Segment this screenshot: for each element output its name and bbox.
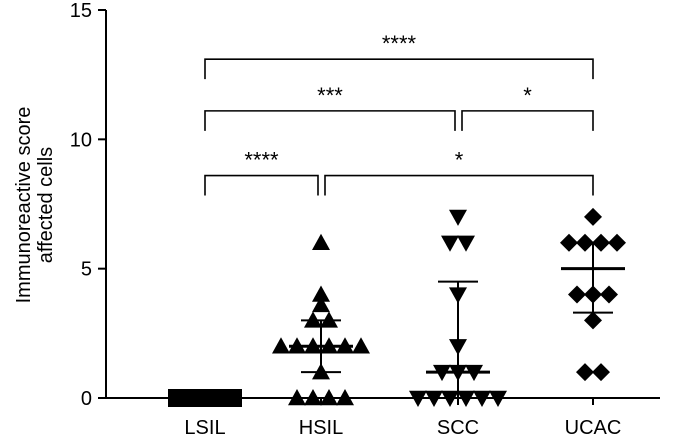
data-points bbox=[168, 207, 626, 407]
data-point bbox=[352, 337, 370, 354]
x-tick-label: HSIL bbox=[299, 417, 343, 439]
data-point bbox=[449, 209, 467, 226]
x-tick-label: UCAC bbox=[565, 417, 622, 439]
data-point bbox=[576, 363, 594, 382]
y-axis-label-line: affected cells bbox=[35, 147, 57, 263]
x-tick-label: LSIL bbox=[184, 417, 225, 439]
data-point bbox=[592, 363, 610, 382]
data-point bbox=[272, 337, 290, 354]
significance-bracket bbox=[204, 58, 594, 80]
significance-label: **** bbox=[244, 148, 279, 173]
significance-brackets: ************* bbox=[204, 31, 594, 196]
data-point bbox=[312, 285, 330, 302]
data-point bbox=[312, 295, 330, 313]
data-point bbox=[608, 233, 626, 252]
data-point bbox=[568, 285, 586, 304]
data-point bbox=[457, 235, 475, 252]
y-tick-label: 10 bbox=[70, 129, 92, 151]
data-point bbox=[441, 235, 459, 252]
data-point bbox=[560, 233, 578, 252]
data-point bbox=[336, 389, 354, 406]
summary-lines bbox=[173, 241, 625, 400]
data-point bbox=[584, 207, 602, 226]
significance-bracket bbox=[324, 174, 594, 196]
significance-label: **** bbox=[382, 31, 417, 56]
data-point bbox=[473, 390, 491, 407]
y-tick-label: 15 bbox=[70, 0, 92, 22]
x-tick-label: SCC bbox=[437, 417, 479, 439]
x-tick-labels: LSIL HSIL SCC UCAC bbox=[184, 398, 621, 439]
significance-label: *** bbox=[317, 83, 343, 108]
data-point bbox=[409, 390, 427, 407]
data-point bbox=[304, 389, 322, 406]
y-tick-label: 0 bbox=[81, 388, 92, 410]
significance-label: * bbox=[523, 83, 532, 108]
significance-bracket bbox=[461, 110, 594, 131]
y-axis-label-line: Immunoreactive score bbox=[13, 107, 35, 304]
significance-bracket bbox=[204, 110, 456, 131]
significance-bracket bbox=[204, 174, 319, 196]
y-tick-label: 5 bbox=[81, 259, 92, 281]
data-point bbox=[584, 311, 602, 330]
data-point bbox=[288, 389, 306, 406]
data-point bbox=[312, 233, 330, 250]
data-point bbox=[425, 390, 443, 407]
data-point bbox=[489, 390, 507, 407]
data-point bbox=[320, 389, 338, 406]
data-point bbox=[600, 285, 618, 304]
significance-label: * bbox=[455, 148, 464, 173]
